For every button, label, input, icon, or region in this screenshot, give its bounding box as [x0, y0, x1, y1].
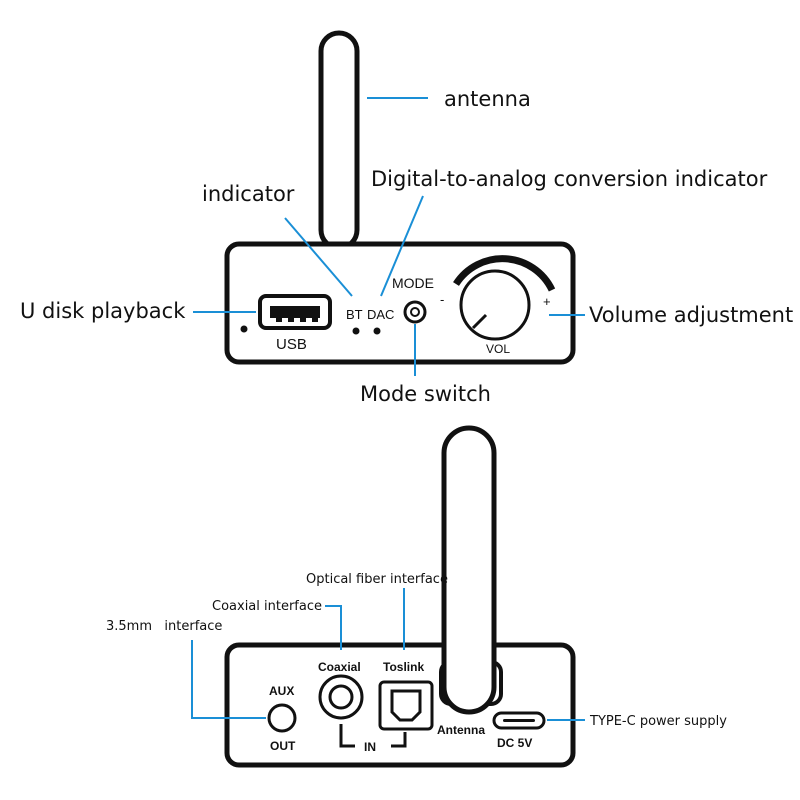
typec-label: TYPE-C power supply — [589, 714, 727, 729]
volume-plus: + — [543, 294, 551, 309]
back-view: AUX OUT Coaxial Toslink IN Antenna DC 5V — [224, 425, 576, 768]
usb-label: USB — [276, 336, 307, 353]
front-leaders — [193, 97, 585, 376]
usb-c-tongue — [503, 719, 535, 722]
volume-knob-pointer — [471, 313, 488, 330]
antenna-label: antenna — [444, 87, 531, 111]
aux-35-label: 3.5mm interface — [106, 619, 222, 634]
front-antenna — [318, 30, 360, 251]
back-antenna — [441, 425, 497, 715]
dac-label: DAC — [367, 307, 394, 322]
toslink-panel-label: Toslink — [383, 660, 424, 674]
front-view: USB BT DAC MODE - + VOL — [224, 30, 576, 365]
volume-label: Volume adjustment — [589, 303, 793, 327]
aux-label: AUX — [269, 684, 294, 698]
bt-label: BT — [346, 307, 363, 322]
usb-port — [258, 294, 332, 330]
coaxial-panel-label: Coaxial — [318, 660, 361, 674]
mode-button-center — [410, 307, 420, 317]
in-bracket — [339, 724, 407, 748]
coaxial-label: Coaxial interface — [212, 599, 322, 614]
optical-label: Optical fiber interface — [306, 572, 448, 587]
coaxial-jack-inner — [328, 684, 354, 710]
bt-indicator-dot — [352, 327, 360, 335]
antenna-panel-label: Antenna — [437, 723, 485, 737]
mode-label: MODE — [392, 275, 434, 291]
vol-label: VOL — [486, 342, 510, 356]
aux-jack — [267, 703, 297, 733]
indicator-label: indicator — [202, 182, 295, 206]
dc-label: DC 5V — [497, 736, 532, 750]
volume-knob[interactable] — [459, 269, 531, 341]
back-leaders — [191, 588, 585, 721]
u-disk-label: U disk playback — [20, 299, 186, 323]
dac-indicator-dot — [373, 327, 381, 335]
in-label: IN — [364, 740, 376, 754]
toslink-port-inner — [390, 689, 422, 722]
mode-switch-label: Mode switch — [360, 382, 491, 406]
volume-minus: - — [440, 292, 444, 307]
front-led-dot — [240, 325, 248, 333]
out-label: OUT — [270, 739, 296, 753]
dac-indicator-label: Digital-to-analog conversion indicator — [371, 167, 768, 191]
volume-arc — [453, 255, 556, 292]
